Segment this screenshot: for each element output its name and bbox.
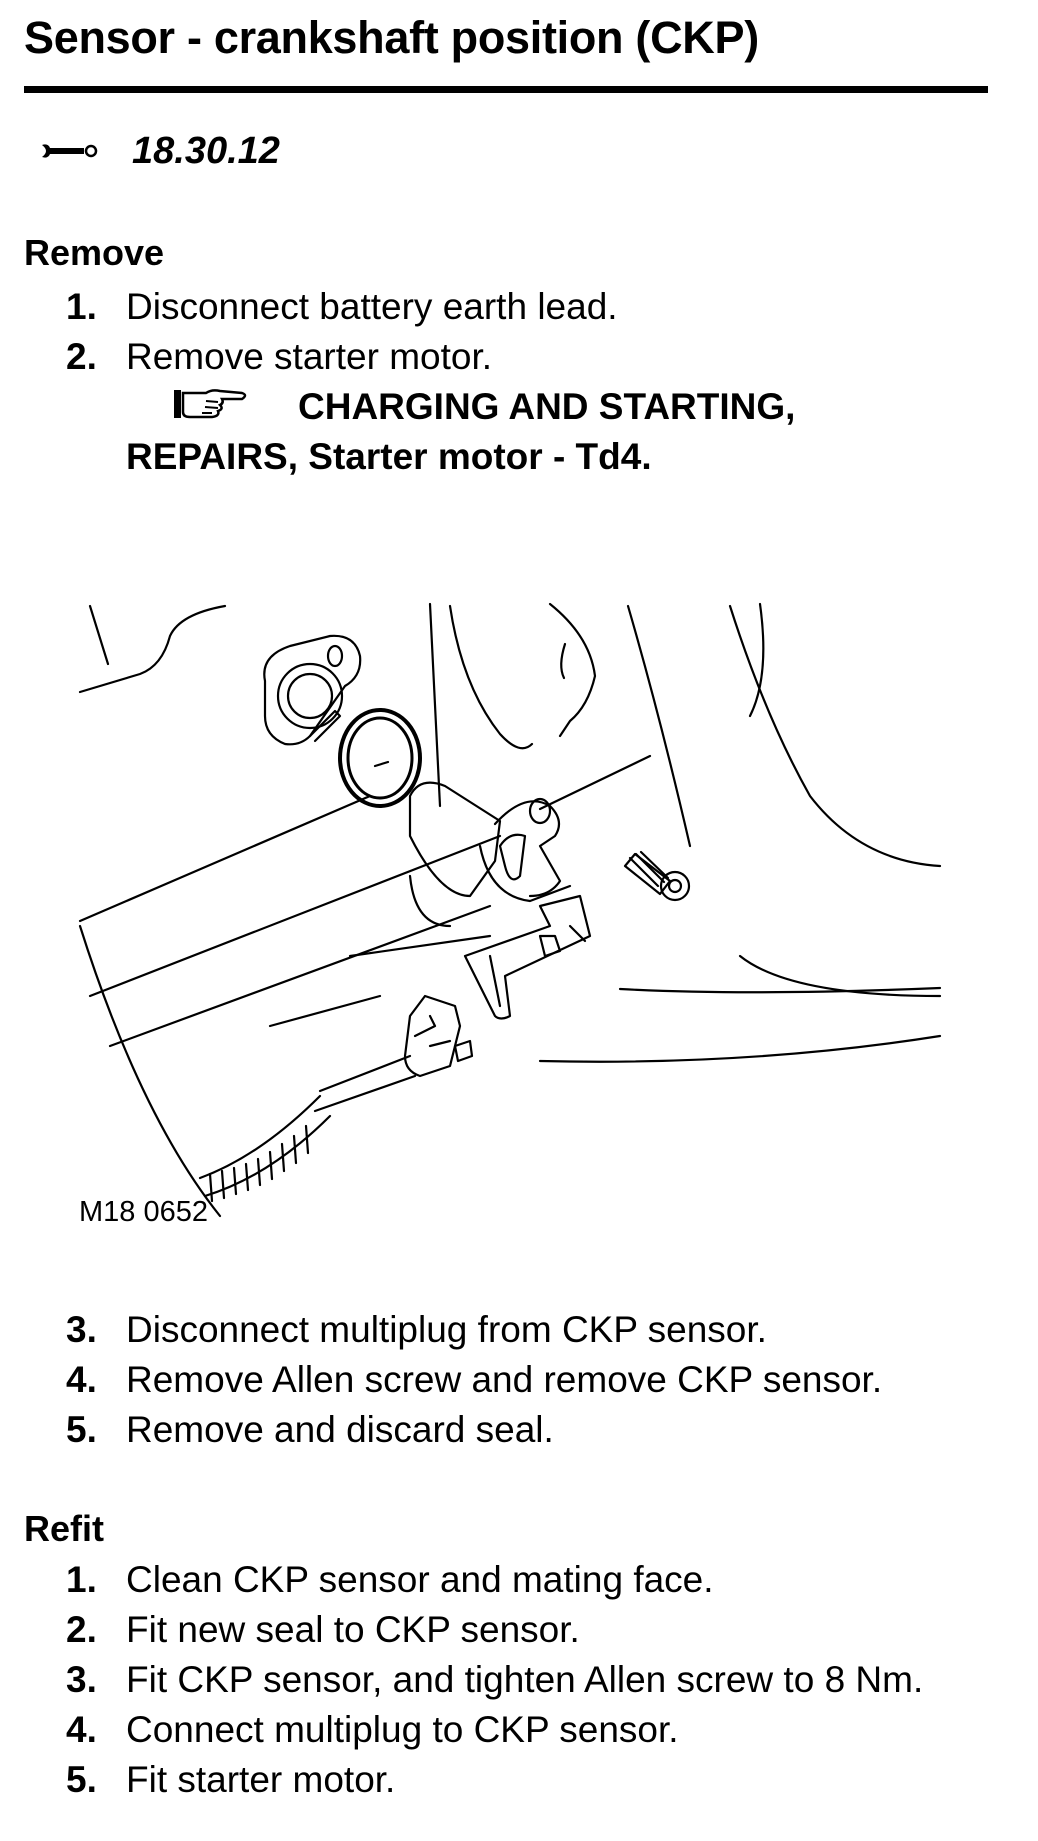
remove-steps-list-continued: 3. Disconnect multiplug from CKP sensor.… [0, 1305, 1038, 1455]
operation-code: 18.30.12 [132, 129, 280, 172]
list-item: 1. Disconnect battery earth lead. [0, 282, 1038, 332]
refit-steps-list: 1. Clean CKP sensor and mating face. 2. … [0, 1555, 1038, 1805]
engine-outline [88, 834, 502, 998]
engine-outline [448, 604, 534, 750]
refit-heading: Refit [24, 1508, 104, 1549]
step-text: Disconnect multiplug from CKP sensor. [126, 1309, 767, 1350]
engine-outline [728, 604, 942, 868]
list-item: 5. Fit starter motor. [0, 1755, 1038, 1805]
engine-outline [538, 754, 652, 811]
ckp-sensor-illustration [78, 602, 942, 1218]
step-text: Remove starter motor. [126, 336, 493, 377]
multiplug-connector [313, 994, 474, 1113]
engine-outline [348, 934, 492, 958]
figure-reference-label: M18 0652 [79, 1196, 208, 1228]
ckp-sensor [408, 781, 592, 1020]
list-item: 4. Remove Allen screw and remove CKP sen… [0, 1355, 1038, 1405]
step-text: Fit new seal to CKP sensor. [126, 1609, 580, 1650]
step-text: Clean CKP sensor and mating face. [126, 1559, 714, 1600]
sensor-boss [263, 634, 362, 746]
engine-outline [88, 604, 110, 666]
cross-reference[interactable]: CHARGING AND STARTING, REPAIRS, Starter … [0, 382, 1038, 482]
engine-outline [428, 602, 442, 808]
engine-outline [560, 642, 567, 680]
engine-outline [748, 602, 765, 718]
step-text: Fit CKP sensor, and tighten Allen screw … [126, 1659, 924, 1700]
step-text: Connect multiplug to CKP sensor. [126, 1709, 679, 1750]
title-divider [24, 86, 988, 93]
list-item: 5. Remove and discard seal. [0, 1405, 1038, 1455]
page-title: Sensor - crankshaft position (CKP) [24, 12, 759, 63]
step-text: Remove and discard seal. [126, 1409, 554, 1450]
sealing-ring [338, 708, 422, 808]
wrench-icon [42, 144, 98, 158]
list-item: 2. Remove starter motor. [0, 332, 1038, 382]
step-number: 4. [66, 1709, 97, 1750]
list-item: 3. Fit CKP sensor, and tighten Allen scr… [0, 1655, 1038, 1705]
step-number: 4. [66, 1359, 97, 1400]
step-number: 5. [66, 1409, 97, 1450]
remove-steps-list: 1. Disconnect battery earth lead. 2. Rem… [0, 282, 1038, 382]
pointing-hand-icon [174, 389, 247, 419]
list-item: 1. Clean CKP sensor and mating face. [0, 1555, 1038, 1605]
step-number: 3. [66, 1309, 97, 1350]
step-number: 2. [66, 1609, 97, 1650]
step-text: Remove Allen screw and remove CKP sensor… [126, 1359, 883, 1400]
engine-outline [548, 602, 597, 738]
engine-outline [408, 874, 452, 928]
engine-outline [618, 986, 942, 994]
engine-outline [78, 924, 222, 1218]
allen-screw [623, 850, 691, 902]
operation-code-row: 18.30.12 [40, 128, 280, 174]
engine-outline [78, 604, 227, 694]
engine-outline [538, 1034, 942, 1063]
list-item: 3. Disconnect multiplug from CKP sensor. [0, 1305, 1038, 1355]
step-text: Disconnect battery earth lead. [126, 286, 618, 327]
cross-reference-line1: CHARGING AND STARTING, [298, 386, 796, 427]
remove-heading: Remove [24, 232, 165, 273]
cross-reference-line2: REPAIRS, Starter motor - Td4. [126, 436, 652, 477]
list-item: 2. Fit new seal to CKP sensor. [0, 1605, 1038, 1655]
step-number: 2. [66, 336, 97, 377]
engine-outline [78, 794, 372, 923]
engine-outline [108, 904, 492, 1048]
step-number: 3. [66, 1659, 97, 1700]
engine-outline [626, 604, 692, 848]
engine-outline [738, 954, 942, 998]
corrugated-harness [198, 1094, 332, 1203]
step-number: 1. [66, 286, 97, 327]
engine-outline [268, 994, 382, 1028]
step-text: Fit starter motor. [126, 1759, 396, 1800]
step-number: 1. [66, 1559, 97, 1600]
list-item: 4. Connect multiplug to CKP sensor. [0, 1705, 1038, 1755]
step-number: 5. [66, 1759, 97, 1800]
